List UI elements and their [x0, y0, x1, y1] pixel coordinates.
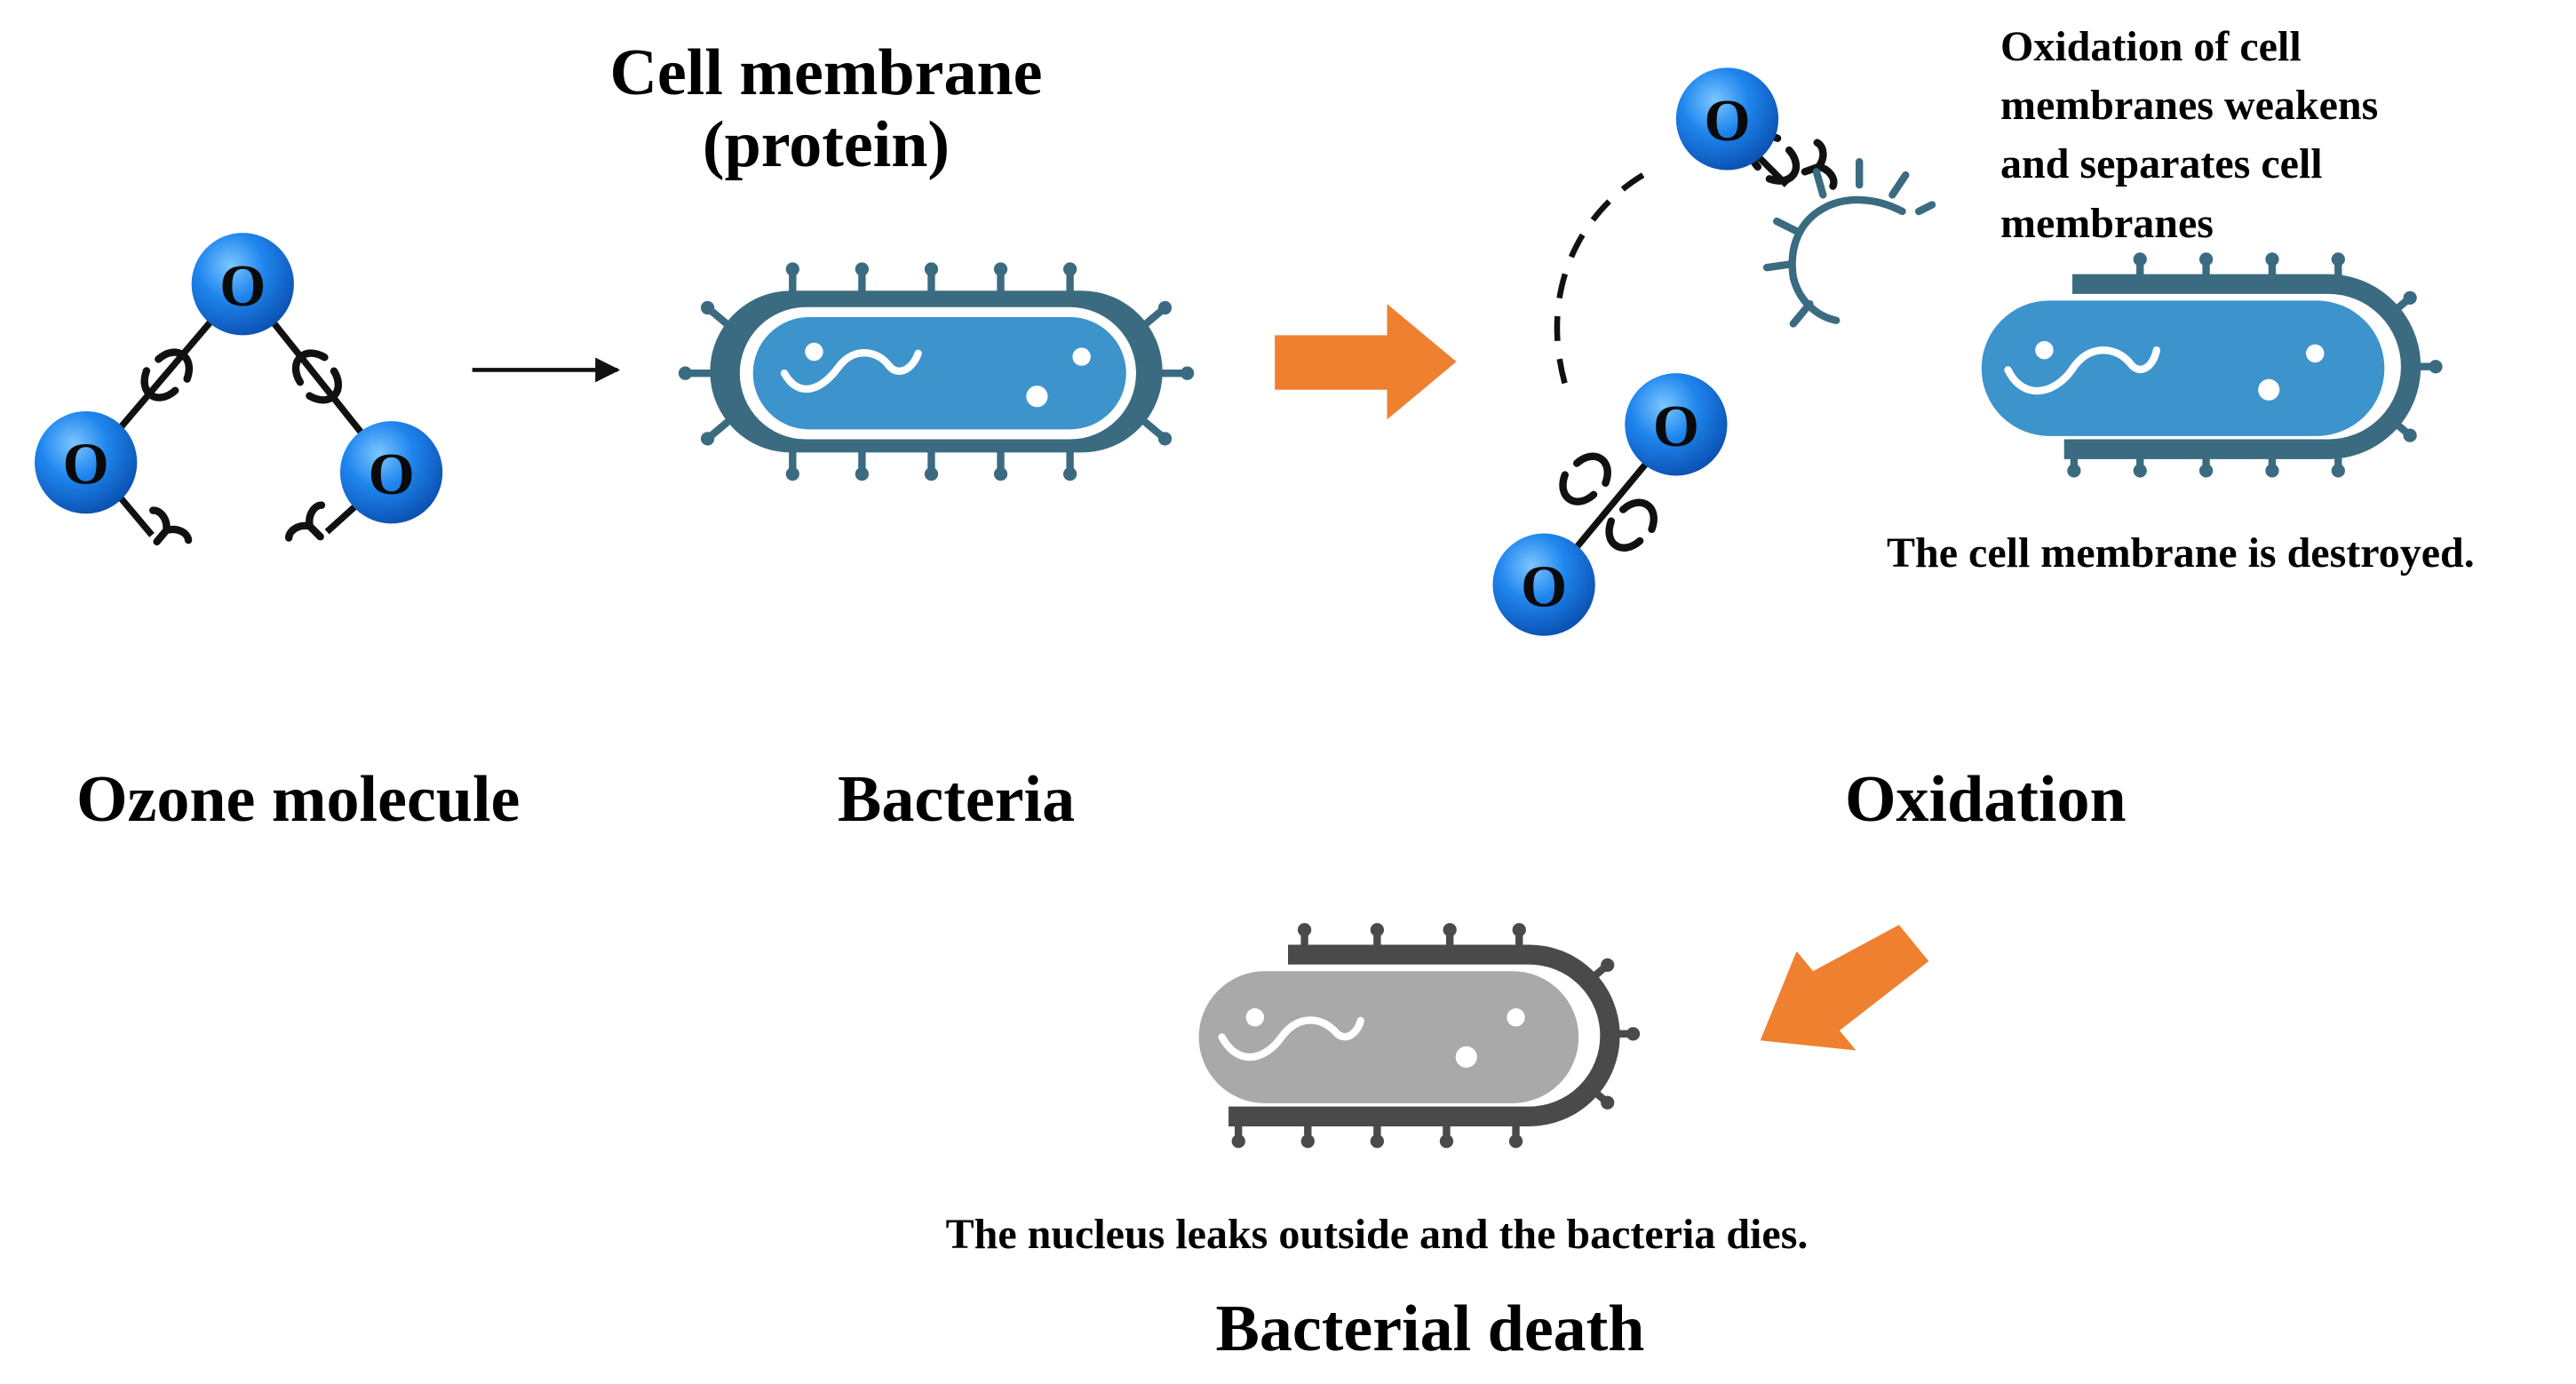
ozone-molecule-label: Ozone molecule [76, 763, 521, 836]
protein-label: (protein) [702, 108, 950, 182]
oxygen-atom-pair-bottom [1492, 533, 1595, 636]
oxidation-note-line: membranes weakens [2000, 82, 2379, 130]
oxidation-note: Oxidation of cell membranes weakens and … [2000, 18, 2378, 253]
bacteria-label: Bacteria [838, 763, 1076, 836]
bacterial-death-label: Bacterial death [1215, 1293, 1645, 1365]
oxygen-atom-pair-top [1625, 373, 1728, 476]
cell-membrane-label: Cell membrane [609, 36, 1043, 109]
oxygen-atom-right [339, 421, 443, 524]
bacteria-icon [680, 263, 1194, 480]
oxidation-label: Oxidation [1845, 763, 2127, 836]
oxidation-note-line: and separates cell [2000, 140, 2323, 188]
membrane-destroyed-caption: The cell membrane is destroyed. [1887, 529, 2475, 577]
process-arrow-icon [1760, 925, 1929, 1051]
oxygen-atom-attacking [1675, 68, 1779, 171]
ozone-attack-icon [1492, 68, 1936, 636]
ozone-molecule-icon [35, 233, 443, 556]
nucleus-leaks-caption: The nucleus leaks outside and the bacter… [945, 1211, 1809, 1258]
oxidation-note-line: membranes [2000, 199, 2214, 247]
process-arrow-icon [1275, 304, 1457, 420]
oxygen-atom-top [191, 233, 294, 336]
oxygen-atom-left [35, 410, 138, 514]
damaged-bacteria-icon [1981, 253, 2442, 476]
oxidation-note-line: Oxidation of cell [2000, 23, 2302, 70]
cell-membrane-heading: Cell membrane (protein) [542, 36, 1110, 182]
dead-bacteria-icon [1198, 924, 1640, 1147]
